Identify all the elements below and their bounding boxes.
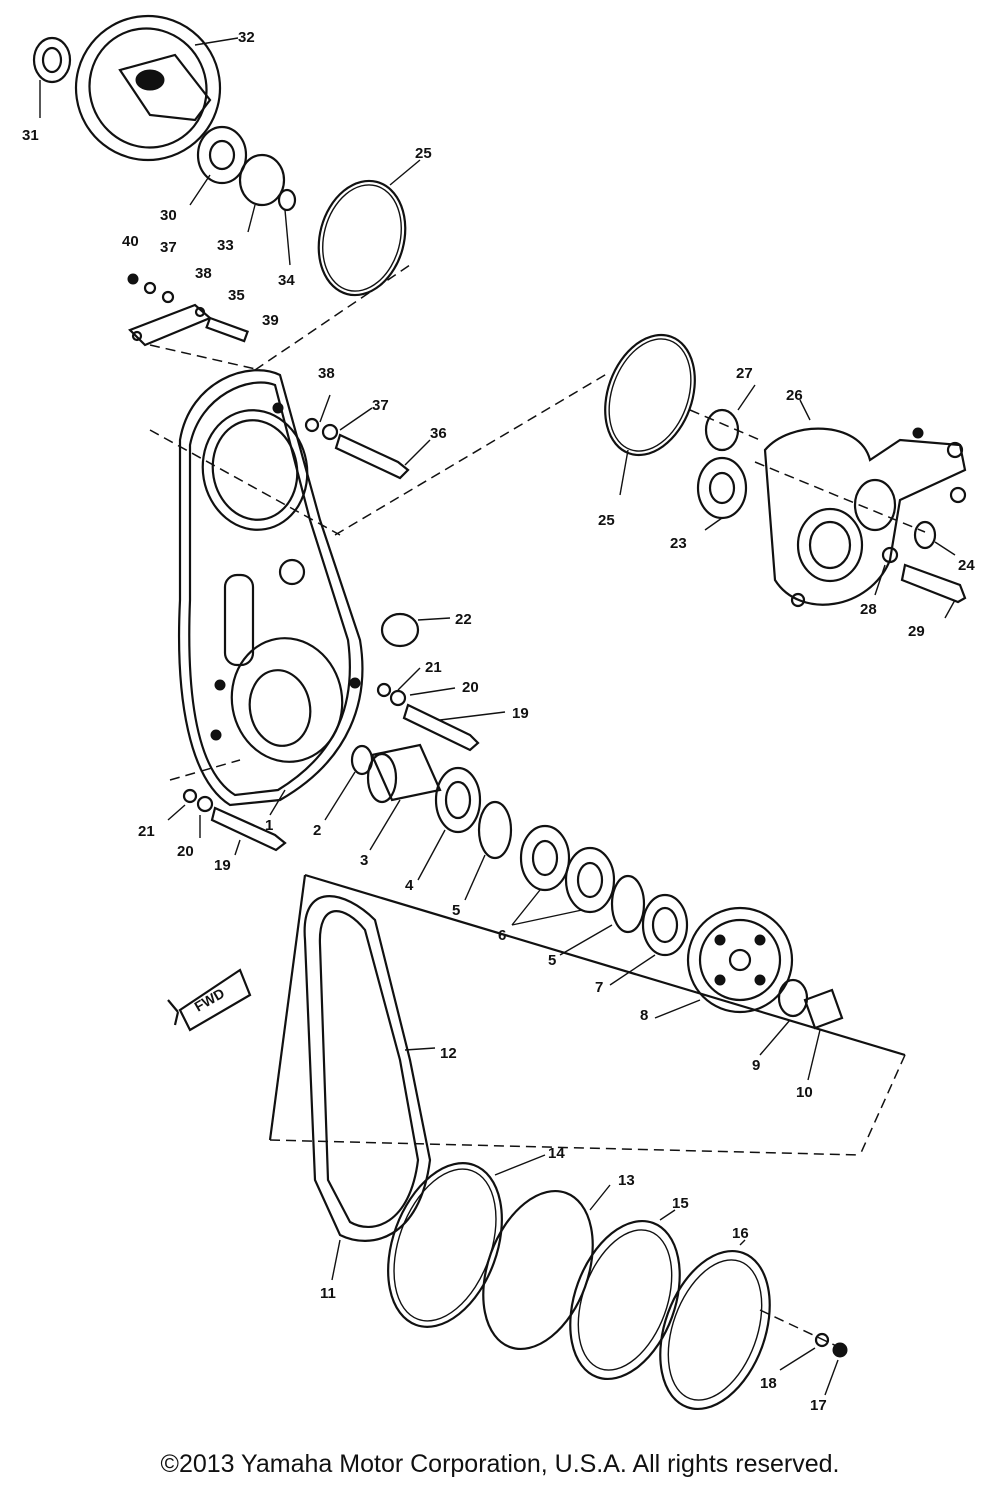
callout-4: 4 <box>405 877 414 894</box>
callout-22: 22 <box>455 611 472 628</box>
callout-40: 40 <box>122 233 139 250</box>
callout-2: 2 <box>313 822 321 839</box>
callout-31: 31 <box>22 127 39 144</box>
callout-labels: 1 2 3 4 5 5 6 6 7 8 9 10 11 12 13 14 15 … <box>22 29 975 1414</box>
callout-32: 32 <box>238 29 255 46</box>
callout-36: 36 <box>430 425 447 442</box>
callout-8: 8 <box>640 1007 648 1024</box>
callout-30: 30 <box>160 207 177 224</box>
callout-20b: 20 <box>177 843 194 860</box>
callout-13: 13 <box>618 1172 635 1189</box>
callout-5a: 5 <box>452 902 460 919</box>
callout-26: 26 <box>786 387 803 404</box>
callout-33: 33 <box>217 237 234 254</box>
chain-case <box>149 369 364 816</box>
callout-24: 24 <box>958 557 975 574</box>
callout-21a: 21 <box>425 659 442 676</box>
callout-19b: 19 <box>214 857 231 874</box>
case-bolts <box>167 394 506 856</box>
callout-25a: 25 <box>415 145 432 162</box>
right-housing-assembly <box>334 333 967 619</box>
callout-7: 7 <box>595 979 603 996</box>
callout-20a: 20 <box>462 679 479 696</box>
callout-23: 23 <box>670 535 687 552</box>
callout-37a: 37 <box>160 239 177 256</box>
forward-arrow-icon: FWD <box>167 968 252 1032</box>
callout-1: 1 <box>265 817 273 834</box>
callout-5b: 5 <box>548 952 556 969</box>
callout-28: 28 <box>860 601 877 618</box>
callout-9: 9 <box>752 1057 760 1074</box>
copyright-notice: ©2013 Yamaha Motor Corporation, U.S.A. A… <box>160 1450 840 1478</box>
o-ring-upper <box>317 159 421 297</box>
callout-19a: 19 <box>512 705 529 722</box>
callout-25b: 25 <box>598 512 615 529</box>
drive-chain <box>268 873 906 1281</box>
upper-cover-assembly <box>32 14 297 266</box>
callout-37b: 37 <box>372 397 389 414</box>
callout-12: 12 <box>440 1045 457 1062</box>
callout-38b: 38 <box>318 365 335 382</box>
callout-34: 34 <box>278 272 295 289</box>
bracket-assembly <box>127 264 411 371</box>
callout-16: 16 <box>732 1225 749 1242</box>
callout-14: 14 <box>548 1145 565 1162</box>
callout-18: 18 <box>760 1375 777 1392</box>
callout-3: 3 <box>360 852 368 869</box>
parts-diagram: FWD 1 2 3 4 5 5 6 6 7 8 9 10 11 12 13 14… <box>22 14 975 1414</box>
outer-cover-assembly <box>387 1154 848 1411</box>
callout-35: 35 <box>228 287 245 304</box>
callout-11: 11 <box>320 1285 336 1302</box>
callout-10: 10 <box>796 1084 813 1101</box>
callout-29: 29 <box>908 623 925 640</box>
callout-17: 17 <box>810 1397 827 1414</box>
callout-39: 39 <box>262 312 279 329</box>
callout-21b: 21 <box>138 823 155 840</box>
callout-38a: 38 <box>195 265 212 282</box>
callout-15: 15 <box>672 1195 689 1212</box>
callout-27: 27 <box>736 365 753 382</box>
callout-6a: 6 <box>498 927 506 944</box>
shaft-components <box>324 743 844 1081</box>
